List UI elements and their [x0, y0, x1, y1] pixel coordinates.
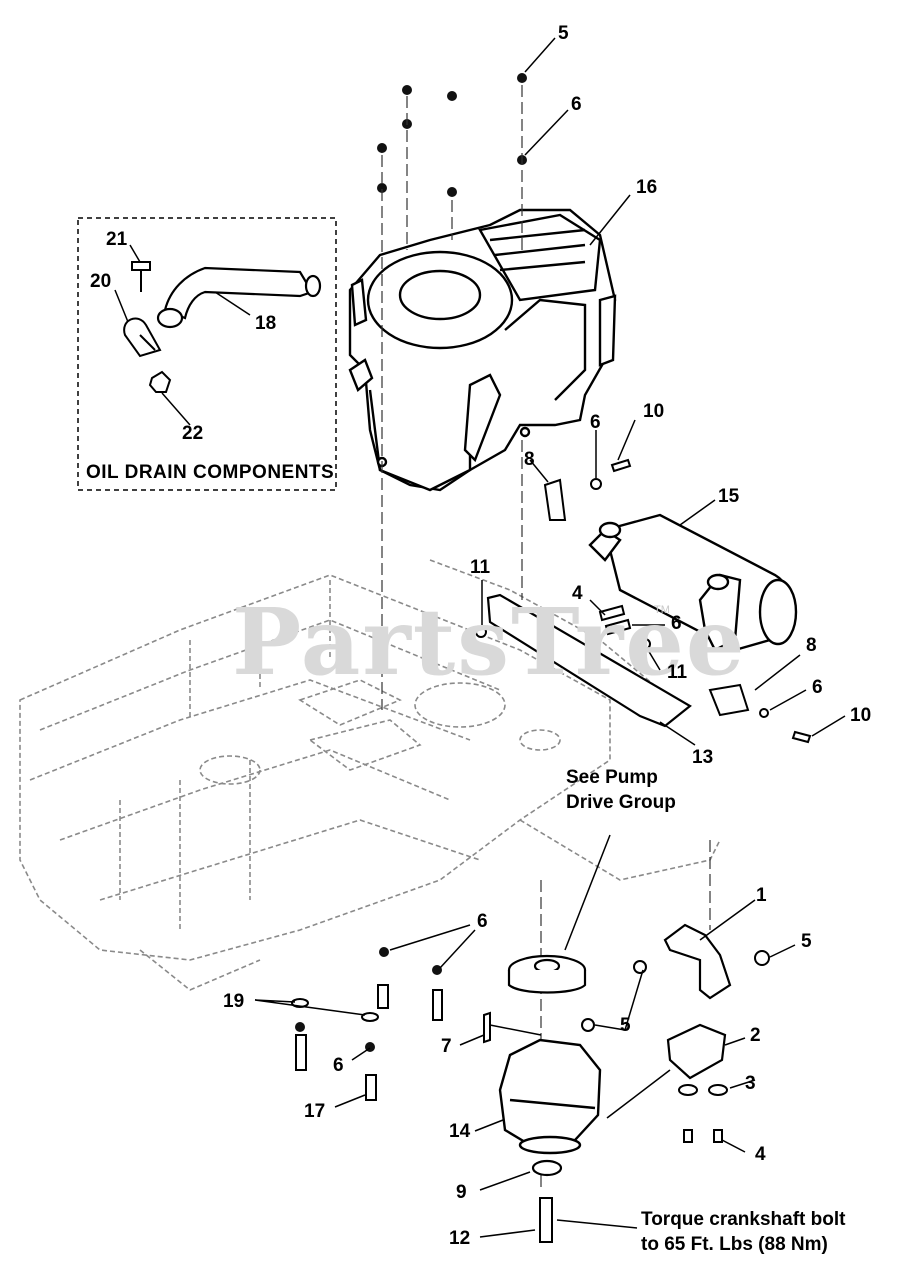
- callout-1: 1: [756, 885, 767, 906]
- callout-20: 20: [90, 271, 112, 292]
- clutch-plate: [666, 1023, 727, 1080]
- inset-title: OIL DRAIN COMPONENTS: [86, 462, 335, 483]
- callout-13: 13: [692, 747, 714, 768]
- callout-8: 8: [806, 635, 817, 656]
- callout-10: 10: [850, 705, 872, 726]
- watermark-trademark: TM: [654, 604, 670, 616]
- callout-12: 12: [449, 1228, 471, 1249]
- callout-19: 19: [223, 991, 245, 1012]
- pump-drive-note: See Pump Drive Group: [566, 766, 676, 815]
- callout-6: 6: [671, 613, 682, 634]
- callout-18: 18: [255, 313, 277, 334]
- callout-3: 3: [745, 1073, 756, 1094]
- frame-bolts: [291, 984, 443, 1101]
- callout-8: 8: [524, 449, 535, 470]
- engine-mount-hardware: [377, 73, 527, 197]
- callout-4: 4: [755, 1144, 766, 1165]
- torque-note-line-2: to 65 Ft. Lbs (88 Nm): [641, 1233, 828, 1255]
- callout-5: 5: [558, 23, 569, 44]
- crankshaft-pulley: [507, 954, 587, 994]
- engine-assembly: [348, 208, 617, 492]
- callout-6: 6: [571, 94, 582, 115]
- oil-drain-hose: [156, 266, 322, 329]
- callout-15: 15: [718, 486, 740, 507]
- washer: [531, 1159, 563, 1177]
- callout-6: 6: [333, 1055, 344, 1076]
- small-fasteners: [475, 458, 812, 744]
- callout-16: 16: [636, 177, 658, 198]
- clutch-assembly: [498, 1038, 602, 1155]
- muffler-bracket-upper: [543, 478, 567, 521]
- oil-drain-clamp: [123, 317, 162, 358]
- callout-11: 11: [667, 662, 688, 683]
- watermark: PartsTree: [232, 588, 747, 696]
- leader-lines: [114, 37, 846, 1238]
- oil-drain-nut: [148, 370, 172, 393]
- muffler: [588, 513, 798, 652]
- oil-drain-bolt: [131, 261, 151, 292]
- callout-4: 4: [572, 583, 583, 604]
- callout-5: 5: [620, 1015, 631, 1036]
- muffler-bracket-lower: [708, 683, 750, 717]
- callout-11: 11: [470, 557, 491, 578]
- clutch-bracket: [663, 923, 732, 1000]
- callout-6: 6: [477, 911, 488, 932]
- key-pin: [483, 1011, 491, 1044]
- callout-6: 6: [590, 412, 601, 433]
- oil-drain-inset-box: [77, 217, 337, 491]
- callout-9: 9: [456, 1182, 467, 1203]
- frame-nuts: [295, 947, 442, 1052]
- callout-22: 22: [182, 423, 204, 444]
- callout-21: 21: [106, 229, 128, 250]
- pump-note-line-2: Drive Group: [566, 791, 676, 813]
- callout-6: 6: [812, 677, 823, 698]
- torque-note: Torque crankshaft bolt to 65 Ft. Lbs (88…: [641, 1208, 845, 1257]
- clutch-hardware: [581, 950, 770, 1143]
- callout-2: 2: [750, 1025, 761, 1046]
- crankshaft-bolt: [539, 1197, 553, 1243]
- callout-7: 7: [441, 1036, 452, 1057]
- callout-10: 10: [643, 401, 665, 422]
- callout-17: 17: [304, 1101, 326, 1122]
- torque-note-line-1: Torque crankshaft bolt: [641, 1209, 846, 1230]
- pump-note-line-1: See Pump: [566, 767, 658, 788]
- mower-frame: [19, 559, 721, 991]
- callout-5: 5: [801, 931, 812, 952]
- callout-14: 14: [449, 1121, 471, 1142]
